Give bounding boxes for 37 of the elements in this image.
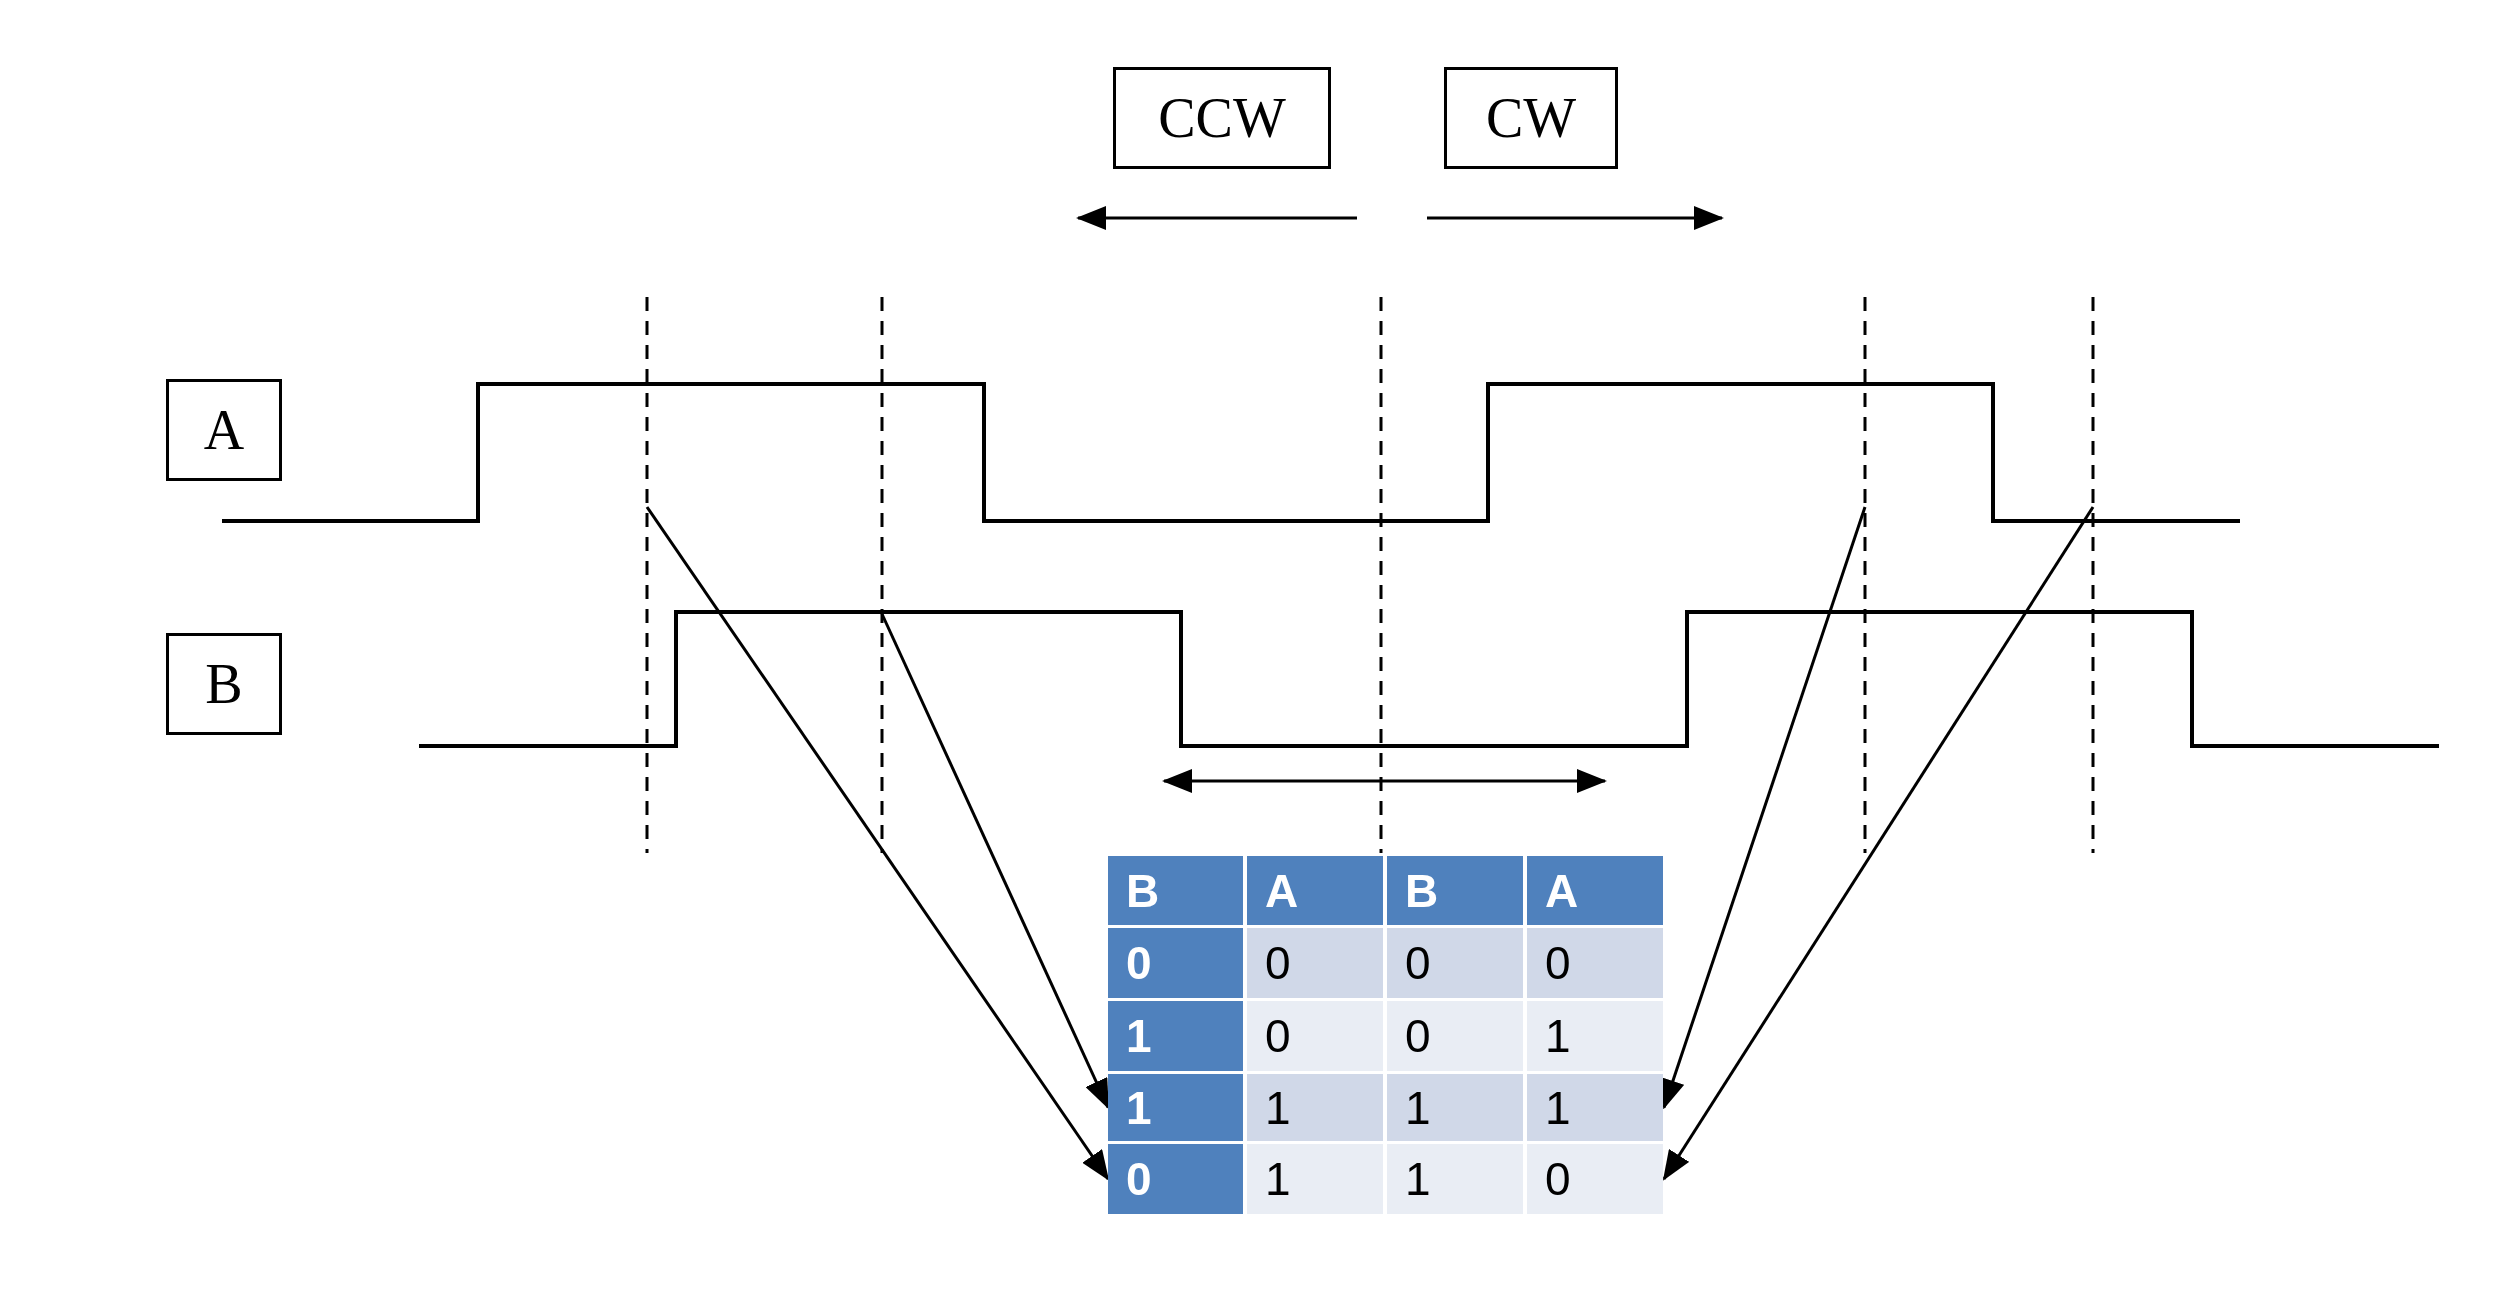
table-cell: 1 — [1247, 1144, 1383, 1214]
column-header: A — [1247, 856, 1383, 925]
table-cell: 0 — [1387, 928, 1523, 998]
box-label: CW — [1485, 86, 1577, 150]
table-cell: 0 — [1527, 928, 1663, 998]
table-cell: 1 — [1387, 1144, 1523, 1214]
column-header: B — [1387, 856, 1523, 925]
table-cell: 1 — [1527, 1001, 1663, 1071]
leader-arrow — [880, 613, 1110, 1110]
table-header-row — [1108, 856, 1664, 925]
leader-arrow — [645, 506, 1110, 1181]
column-header: A — [1527, 856, 1663, 925]
table-row — [1108, 1001, 1664, 1071]
label-box — [1113, 67, 1331, 169]
label-box — [166, 633, 282, 735]
table-row — [1108, 928, 1664, 998]
table-cell: 0 — [1247, 928, 1383, 998]
table-cell: 1 — [1247, 1074, 1383, 1141]
waveform — [419, 610, 2439, 748]
table-cell: 1 — [1387, 1074, 1523, 1141]
row-header: 0 — [1108, 928, 1243, 998]
table-row — [1108, 1074, 1664, 1141]
row-header: 1 — [1108, 1074, 1243, 1141]
label-box — [1444, 67, 1618, 169]
row-header: 0 — [1108, 1144, 1243, 1214]
leader-arrow — [1662, 506, 2095, 1181]
box-label: B — [205, 652, 243, 716]
box-label: CCW — [1158, 86, 1286, 150]
table-cell: 0 — [1247, 1001, 1383, 1071]
table-cell: 0 — [1387, 1001, 1523, 1071]
column-header: B — [1108, 856, 1243, 925]
box-label: A — [203, 398, 245, 462]
row-header: 1 — [1108, 1001, 1243, 1071]
table-row — [1108, 1144, 1664, 1214]
table-cell: 1 — [1527, 1074, 1663, 1141]
table-cell: 0 — [1527, 1144, 1663, 1214]
label-box — [166, 379, 282, 481]
